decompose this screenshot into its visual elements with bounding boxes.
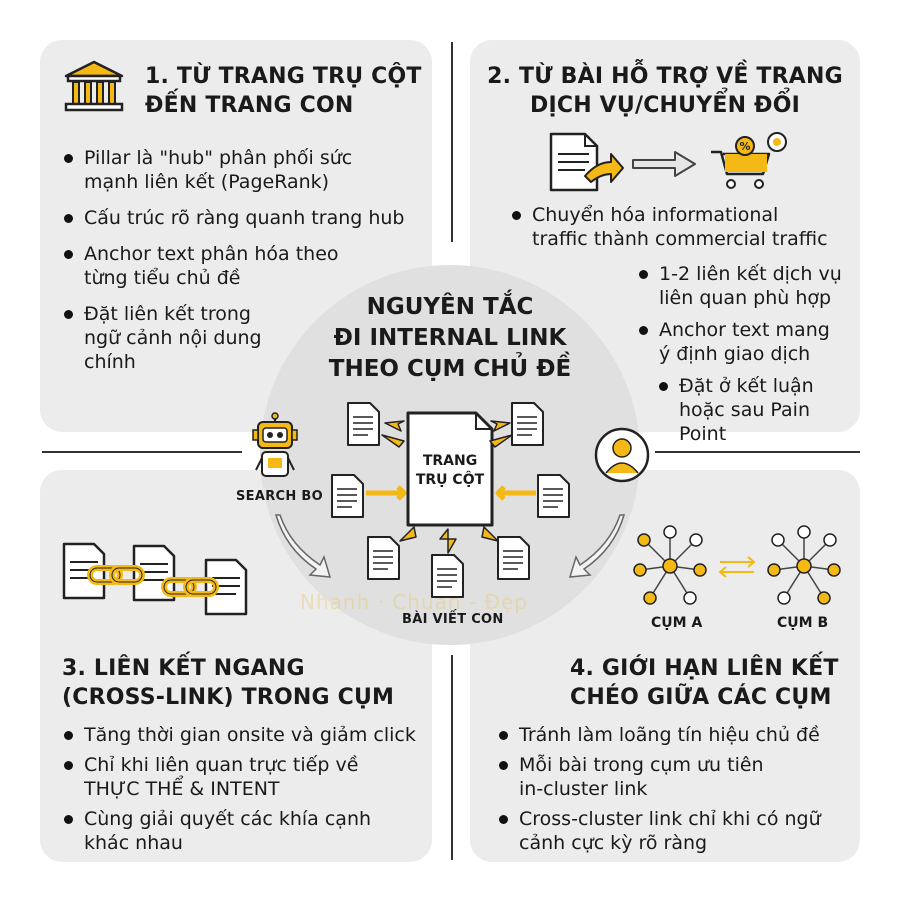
section-1-title: 1. TỪ TRANG TRỤ CỘT ĐẾN TRANG CON (145, 64, 422, 118)
bullet: Mỗi bài trong cụm ưu tiên in-cluster lin… (495, 753, 855, 801)
bullet: Tăng thời gian onsite và giảm click (60, 723, 430, 747)
search-bot-label: SEARCH BO (236, 489, 323, 504)
bullet: Chỉ khi liên quan trực tiếp về THỰC THỂ … (60, 753, 430, 801)
divider-line (451, 655, 453, 860)
section-3-bullets: Tăng thời gian onsite và giảm click Chỉ … (60, 723, 430, 867)
pillar-building-icon (64, 60, 124, 112)
section-4-title: 4. GIỚI HẠN LIÊN KẾT CHÉO GIỮA CÁC CỤM (570, 656, 839, 710)
pillar-hub-diagram (274, 402, 626, 598)
section-2-sub-bullets: 1-2 liên kết dịch vụ liên quan phù hợp A… (635, 262, 850, 458)
robot-icon (252, 412, 298, 477)
bullet: 1-2 liên kết dịch vụ liên quan phù hợp (635, 262, 850, 310)
bullet: Cùng giải quyết các khía cạnh khác nhau (60, 807, 430, 855)
svg-text:%: % (739, 140, 750, 153)
child-articles-label: BÀI VIẾT CON (402, 612, 504, 627)
document-to-cart-icon: % (549, 132, 787, 192)
bullet: Đặt liên kết trong ngữ cảnh nội dung chí… (60, 302, 420, 374)
bullet: Cấu trúc rõ ràng quanh trang hub (60, 206, 420, 230)
cluster-b-label: CỤM B (777, 615, 829, 631)
bullet: Anchor text mang ý định giao dịch (635, 318, 850, 366)
section-1-bullets: Pillar là "hub" phân phối sức mạnh liên … (60, 146, 420, 386)
divider-line (42, 451, 242, 453)
user-icon (594, 427, 650, 483)
section-2-title: 2. TỪ BÀI HỖ TRỢ VỀ TRANG DỊCH VỤ/CHUYỂN… (487, 64, 843, 118)
divider-line (655, 451, 860, 453)
divider-line (451, 42, 453, 242)
cluster-a-label: CỤM A (651, 615, 703, 631)
pillar-page-label: TRANG TRỤ CỘT (415, 453, 485, 488)
bullet: Tránh làm loãng tín hiệu chủ đề (495, 723, 855, 747)
bullet: Chuyển hóa informational traffic thành c… (508, 203, 853, 251)
watermark-text: Nhanh · Chuẩn - Đẹp (300, 590, 528, 614)
section-3-title: 3. LIÊN KẾT NGANG (CROSS-LINK) TRONG CỤM (62, 656, 395, 710)
bullet: Đặt ở kết luận hoặc sau Pain Point (655, 374, 850, 446)
bullet: Cross-cluster link chỉ khi có ngữ cảnh c… (495, 807, 855, 855)
section-2-main-bullets: Chuyển hóa informational traffic thành c… (508, 203, 853, 263)
bullet: Pillar là "hub" phân phối sức mạnh liên … (60, 146, 420, 194)
cluster-network-icon (633, 525, 841, 605)
section-4-bullets: Tránh làm loãng tín hiệu chủ đề Mỗi bài … (495, 723, 855, 867)
chained-documents-icon (62, 542, 248, 616)
bullet: Anchor text phân hóa theo từng tiểu chủ … (60, 242, 420, 290)
main-title: NGUYÊN TẮC ĐI INTERNAL LINK THEO CỤM CHỦ… (328, 294, 572, 382)
